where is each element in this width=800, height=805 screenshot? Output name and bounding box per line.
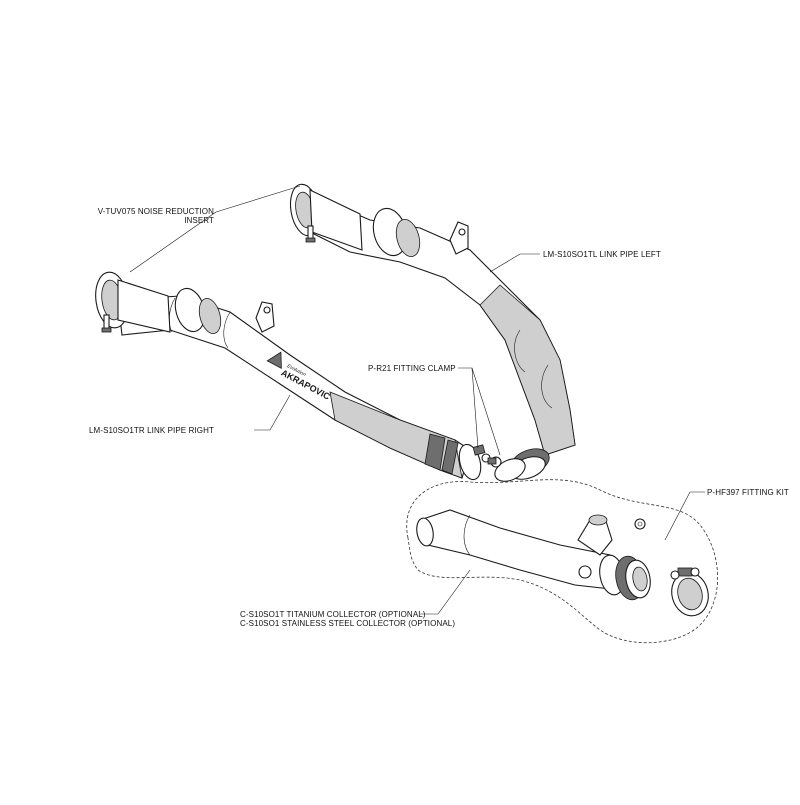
label-collector-steel: C-S10SO1 STAINLESS STEEL COLLECTOR (OPTI… [240, 619, 456, 628]
label-noise-insert-line2: INSERT [184, 216, 214, 225]
noise-insert-left [289, 183, 363, 251]
label-fitting-kit: P-HF397 FITTING KIT [707, 488, 789, 497]
insert-bolt-right [103, 314, 110, 330]
label-noise-insert-line1: V-TUV075 NOISE REDUCTION [97, 207, 214, 216]
collector-optional-outline [406, 479, 718, 644]
label-fitting-clamp: P-R21 FITTING CLAMP [368, 364, 456, 373]
noise-insert-right [95, 271, 171, 333]
sensor-boss [578, 565, 592, 579]
label-noise-insert: V-TUV075 NOISE REDUCTION INSERT [40, 207, 214, 225]
label-collector: C-S10SO1T TITANIUM COLLECTOR (OPTIONAL) … [240, 610, 455, 628]
brand-logo-mark [266, 351, 282, 370]
leader-lines [129, 185, 705, 615]
label-collector-titanium: C-S10SO1T TITANIUM COLLECTOR (OPTIONAL) [240, 610, 426, 619]
label-link-pipe-right: LM-S10SO1TR LINK PIPE RIGHT [89, 426, 214, 435]
fitting-clamp-left [487, 456, 526, 482]
insert-bolt-left [307, 225, 314, 240]
collector-pipe [416, 509, 651, 601]
fitting-kit-washer [634, 518, 646, 530]
mounting-tab-right [255, 301, 275, 333]
fitting-kit-parts [634, 518, 709, 617]
label-link-pipe-left: LM-S10SO1TL LINK PIPE LEFT [543, 250, 661, 259]
link-pipe-right [117, 287, 471, 479]
